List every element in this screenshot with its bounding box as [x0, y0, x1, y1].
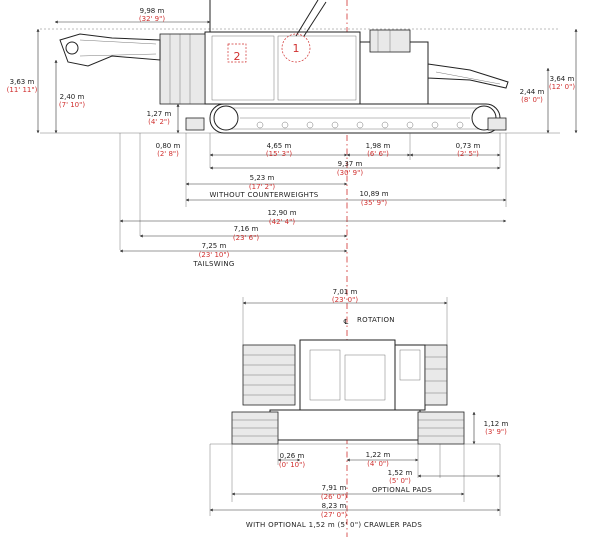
dim-rear-overhang-m: 0,73 m	[456, 142, 481, 150]
dim-tumbler-centers-m: 4,65 m	[267, 142, 292, 150]
dim-ground-clearance-m: 0,26 m	[280, 452, 305, 460]
dim-height-left-ft: (11' 11")	[7, 86, 38, 94]
caption-tailswing: TAILSWING	[192, 260, 234, 268]
front-view: 7,01 m (23' 0") ℄ ROTATION	[209, 276, 509, 537]
dim-rear-to-center-ft: (6' 6")	[367, 150, 389, 158]
dim-track-height-m: 1,27 m	[147, 110, 172, 118]
dim-height-right-ft: (12' 0")	[549, 83, 575, 91]
dim-height-right-m: 3,64 m	[550, 75, 575, 83]
dim-boom-tip-to-center-ft: (17' 2")	[249, 183, 275, 191]
crawler-track-side	[185, 103, 507, 134]
crawler-tracks-front	[231, 409, 465, 445]
dim-boom-tip-to-center-m: 5,23 m	[250, 174, 275, 182]
dim-length-without-cw-m: 10,89 m	[359, 190, 388, 198]
upperworks-front	[242, 339, 448, 411]
dim-front-to-center-m: 7,16 m	[234, 225, 259, 233]
side-view: 2 1 9,98 m (32' 9") 3,63 m (11' 11") 2,4…	[7, 0, 578, 272]
dim-upper-width-m: 7,01 m	[333, 288, 358, 296]
dim-front-track-height-m: 1,12 m	[484, 420, 509, 428]
dim-optional-pad-ft: (5' 0")	[389, 477, 411, 485]
dim-front-track-height-ft: (3' 9")	[485, 428, 507, 436]
caption-rotation: ROTATION	[357, 316, 395, 324]
dim-tailswing-ft: (23' 10")	[199, 251, 230, 259]
dim-width-optional-ft: (27' 0")	[321, 511, 347, 519]
dim-height-right-inner-m: 2,44 m	[520, 88, 545, 96]
dim-top-length-m: 9,98 m	[140, 7, 165, 15]
dim-track-shoe-ft: (4' 0")	[367, 460, 389, 468]
dim-width-standard-m: 7,91 m	[322, 484, 347, 492]
dim-overall-length-m: 12,90 m	[267, 209, 296, 217]
dim-track-length-ft: (30' 9")	[337, 169, 363, 177]
dim-width-optional-m: 8,23 m	[322, 502, 347, 510]
dim-height-left-m: 3,63 m	[10, 78, 35, 86]
dim-track-length-m: 9,37 m	[338, 160, 363, 168]
dim-rear-to-center-m: 1,98 m	[366, 142, 391, 150]
caption-optional-crawler-pads: WITH OPTIONAL 1,52 m (5' 0") CRAWLER PAD…	[246, 521, 422, 529]
dim-front-overhang-ft: (2' 8")	[157, 150, 179, 158]
dim-optional-pad-m: 1,52 m	[388, 469, 413, 477]
dim-front-overhang-m: 0,80 m	[156, 142, 181, 150]
dim-height-right-inner-ft: (8' 0")	[521, 96, 543, 104]
jib-right	[427, 63, 509, 89]
upperworks-side	[159, 0, 429, 105]
caption-without-counterweights: WITHOUT COUNTERWEIGHTS	[209, 191, 318, 199]
dim-boom-height-m: 2,40 m	[60, 93, 85, 101]
dim-overall-length-ft: (42' 4")	[269, 218, 295, 226]
dim-track-shoe-m: 1,22 m	[366, 451, 391, 459]
boom-stowed-left	[59, 33, 161, 67]
counterweight-label-1: 1	[293, 42, 300, 55]
dim-tumbler-centers-ft: (15' 3")	[266, 150, 292, 158]
dim-front-to-center-ft: (23' 6")	[233, 234, 259, 242]
rotation-centerline-symbol: ℄	[344, 318, 349, 326]
caption-optional-pads: OPTIONAL PADS	[372, 486, 432, 494]
dim-ground-clearance-ft: (0' 10")	[279, 461, 305, 469]
dim-track-height-ft: (4' 2")	[148, 118, 170, 126]
dim-rear-overhang-ft: (2' 5")	[457, 150, 479, 158]
dim-top-length-ft: (32' 9")	[139, 15, 165, 23]
dim-width-standard-ft: (26' 0")	[321, 493, 347, 501]
dim-length-without-cw-ft: (35' 9")	[361, 199, 387, 207]
dim-tailswing-m: 7,25 m	[202, 242, 227, 250]
dim-boom-height-ft: (7' 10")	[59, 101, 85, 109]
dim-upper-width-ft: (23' 0")	[332, 296, 358, 304]
counterweight-label-2: 2	[234, 50, 241, 63]
